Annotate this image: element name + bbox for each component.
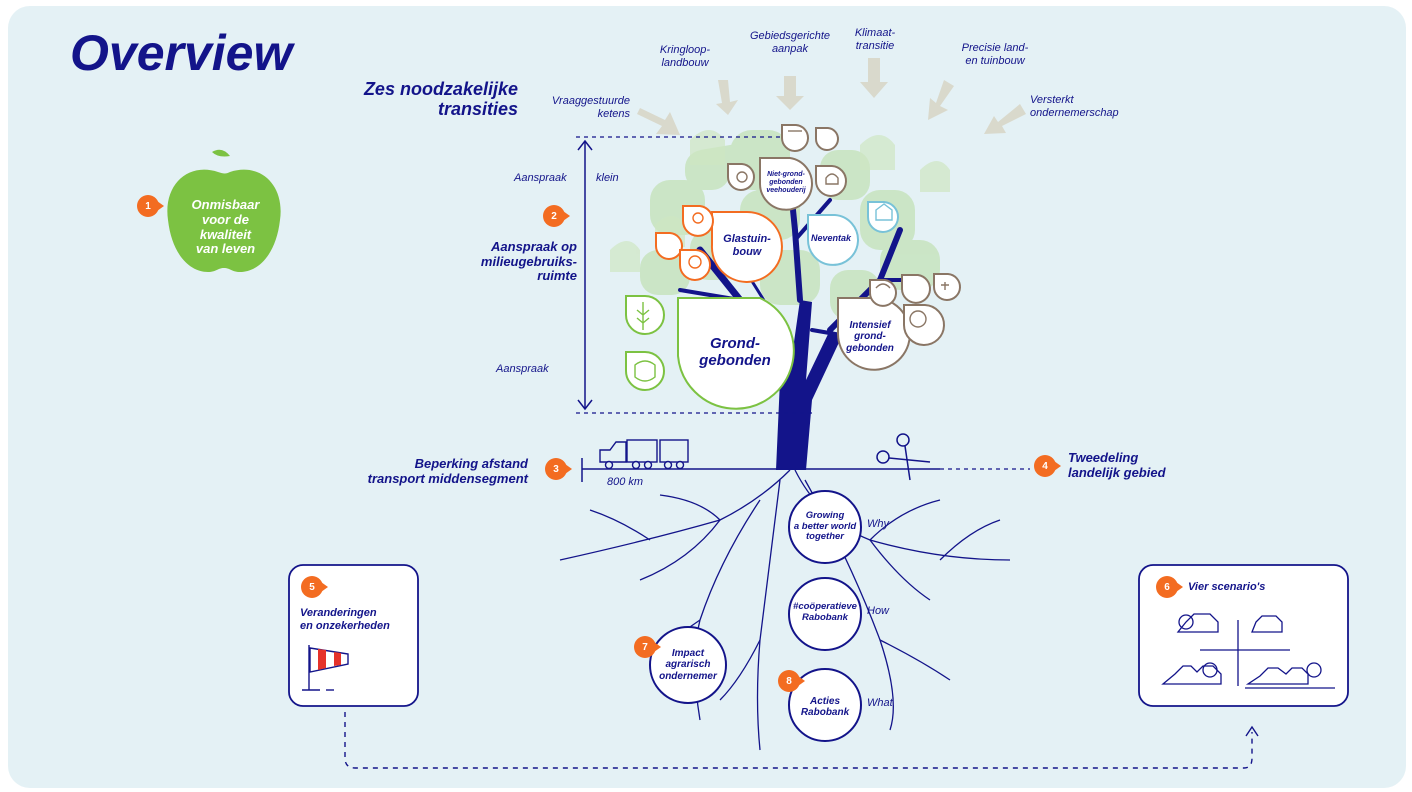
transition-vraaggestuurde: Vraaggestuurde ketens (551, 95, 630, 120)
sector-bubbles (625, 124, 961, 410)
return-arrow (344, 712, 1253, 769)
transition-klimaat: Klimaat- transitie (854, 27, 896, 52)
sector-grondgebonden: Grond- gebonden (699, 334, 771, 369)
badge-8: 8 (778, 670, 805, 692)
transition-gebiedsgericht: Gebiedsgerichte aanpak (749, 30, 831, 55)
apple-icon (167, 149, 281, 272)
space-range (576, 136, 815, 414)
sector-glastuinbouw: Glastuin- bouw (723, 233, 771, 258)
sector-icons (634, 130, 949, 382)
transition-arrows (637, 58, 1026, 135)
changes-label: Veranderingen en onzekerheden (300, 607, 390, 632)
why-side: Why (867, 518, 889, 530)
badge-3: 3 (545, 458, 572, 480)
heading-line-2: transities (437, 98, 518, 119)
heading-line-1: Zes noodzakelijke (363, 79, 518, 99)
transition-ondernemerschap: Versterkt ondernemerschap (1030, 94, 1119, 119)
how-label: #coöperatieve Rabobank (793, 601, 857, 623)
scenarios-label: Vier scenario's (1188, 580, 1266, 593)
space-top-right: klein (596, 172, 619, 184)
transitions-heading: Zes noodzakelijke transities (338, 79, 518, 120)
badge-2: 2 (543, 205, 570, 227)
return-arrowhead (1245, 725, 1259, 737)
transport-line (581, 458, 1030, 482)
badge-7: 7 (634, 636, 661, 658)
split-label: Tweedeling landelijk gebied (1068, 450, 1166, 480)
badge-5: 5 (301, 576, 328, 598)
scissors-icon (876, 433, 931, 481)
space-bottom-left: Aanspraak (496, 363, 549, 375)
transition-kringloop: Kringloop- landbouw (659, 44, 711, 69)
badge-4: 4 (1034, 455, 1061, 477)
truck-icon (599, 439, 689, 470)
tree-canopy-light (610, 130, 950, 272)
badge-1: 1 (137, 195, 164, 217)
windsock-icon (302, 645, 349, 691)
side-boxes (288, 564, 1349, 707)
tree-trunk (760, 300, 842, 470)
how-side: How (867, 605, 890, 617)
apple-label: Onmisbaar voor de kwaliteit van leven (191, 196, 260, 257)
scenario-grid (1161, 613, 1335, 689)
sector-neventak: Neventak (810, 232, 852, 243)
transition-precisie: Precisie land- en tuinbouw (961, 42, 1029, 67)
purpose-circles (649, 490, 862, 742)
tree-roots (559, 469, 1011, 751)
sector-veehouderij: Niet-grond- gebonden veehouderij (766, 170, 806, 195)
actions-label: Acties Rabobank (800, 695, 850, 719)
page-title: Overview (70, 25, 293, 81)
transport-distance: 800 km (607, 476, 644, 488)
why-label: Growing a better world together (793, 509, 857, 543)
transport-label: Beperking afstand transport middensegmen… (367, 456, 528, 486)
actions-side: What (867, 697, 893, 709)
space-top-left: Aanspraak (514, 172, 567, 184)
space-label: Aanspraak op milieugebruiks- ruimte (480, 238, 577, 284)
impact-label: Impact agrarisch ondernemer (659, 647, 717, 682)
sector-intensief: Intensief grond- gebonden (846, 319, 894, 354)
badge-6: 6 (1156, 576, 1183, 598)
